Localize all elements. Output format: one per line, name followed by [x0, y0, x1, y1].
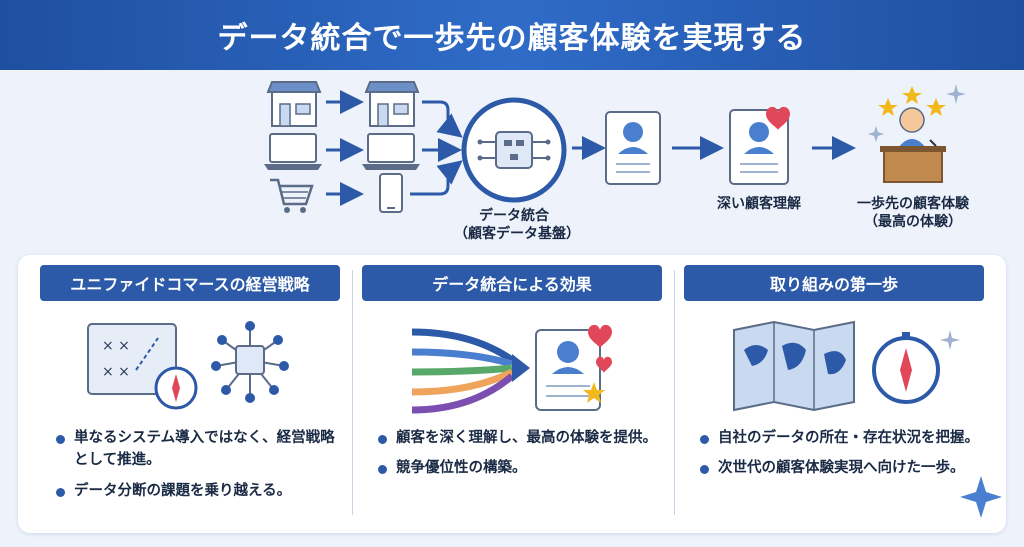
- hearts-icon: [588, 324, 612, 373]
- stars-icon: [868, 84, 966, 142]
- effects-illustration: [411, 324, 612, 414]
- compass-icon: [872, 332, 940, 404]
- experience-title: 一歩先の顧客体験: [857, 196, 969, 212]
- bullet-item: 次世代の顧客体験実現へ向けた一歩。: [698, 457, 988, 479]
- strategy-column: ユニファイドコマースの経営戦略 × × × × 単な: [40, 265, 340, 499]
- understanding-label: 深い顧客理解: [717, 196, 801, 212]
- merging-streams-icon: [411, 328, 530, 414]
- compass-icon: [154, 366, 198, 410]
- data-flow-diagram: データ統合 （顧客データ基盤） 深い顧客理解 一歩先の顧客体験 （最高の体験）: [0, 70, 1024, 250]
- flow-graphic: [264, 81, 966, 213]
- hub-subtitle: （顧客データ基盤）: [454, 225, 580, 242]
- first-step-column: 取り組みの第一歩 自社のデータの所在・存在状況を把握。 次世代の顧客体験実現へ向…: [684, 265, 984, 476]
- world-map-icon: [733, 320, 855, 412]
- laptop-icon: [264, 133, 322, 170]
- strategy-bullets: 単なるシステム導入ではなく、経営戦略として推進。 データ分断の課題を乗り越える。: [54, 427, 344, 510]
- svg-text:× ×: × ×: [102, 338, 130, 354]
- store-icon-2: [364, 81, 420, 127]
- first-step-bullets: 自社のデータの所在・存在状況を把握。 次世代の顧客体験実現へ向けた一歩。: [698, 427, 988, 488]
- bullet-item: 顧客を深く理解し、最高の体験を提供。: [376, 427, 666, 449]
- strategy-map-icon: × × × ×: [87, 323, 177, 395]
- svg-text:× ×: × ×: [102, 364, 130, 380]
- star-icon: [583, 382, 605, 403]
- column-divider: [674, 270, 675, 515]
- strategy-illustration: × × × ×: [87, 321, 289, 410]
- customer-profile-card-icon: [605, 111, 661, 185]
- data-integration-hub-icon: [461, 97, 567, 203]
- bullet-item: 自社のデータの所在・存在状況を把握。: [698, 427, 988, 449]
- hub-title: データ統合: [479, 208, 549, 224]
- laptop-icon-2: [362, 133, 420, 170]
- experience-subtitle: （最高の体験）: [864, 213, 962, 230]
- experience-label: 一歩先の顧客体験 （最高の体験）: [838, 196, 988, 231]
- sparkle-icon: [940, 330, 960, 350]
- first-step-illustration: [733, 320, 960, 412]
- cart-icon: [270, 178, 314, 213]
- bullet-item: 単なるシステム導入ではなく、経営戦略として推進。: [54, 427, 344, 472]
- hub-label: データ統合 （顧客データ基盤）: [454, 208, 580, 243]
- effects-column: データ統合による効果 顧客を深く理解し、最高の体験を提供。 競争優位性の構築。: [362, 265, 662, 476]
- column-divider: [352, 270, 353, 515]
- page-title: データ統合で一歩先の顧客体験を実現する: [0, 0, 1024, 70]
- bullet-item: データ分断の課題を乗り越える。: [54, 480, 344, 502]
- effects-bullets: 顧客を深く理解し、最高の体験を提供。 競争優位性の構築。: [376, 427, 666, 488]
- network-hub-icon: [211, 321, 289, 403]
- bullet-item: 競争優位性の構築。: [376, 457, 666, 479]
- presenter-podium-icon: [880, 107, 946, 183]
- smartphone-icon: [379, 173, 403, 213]
- sparkle-icon: [960, 476, 1002, 518]
- customer-profile-heart-icon: [729, 106, 790, 185]
- store-icon: [266, 81, 322, 127]
- first-step-heading: 取り組みの第一歩: [684, 265, 984, 301]
- strategy-heading: ユニファイドコマースの経営戦略: [40, 265, 340, 301]
- effects-heading: データ統合による効果: [362, 265, 662, 301]
